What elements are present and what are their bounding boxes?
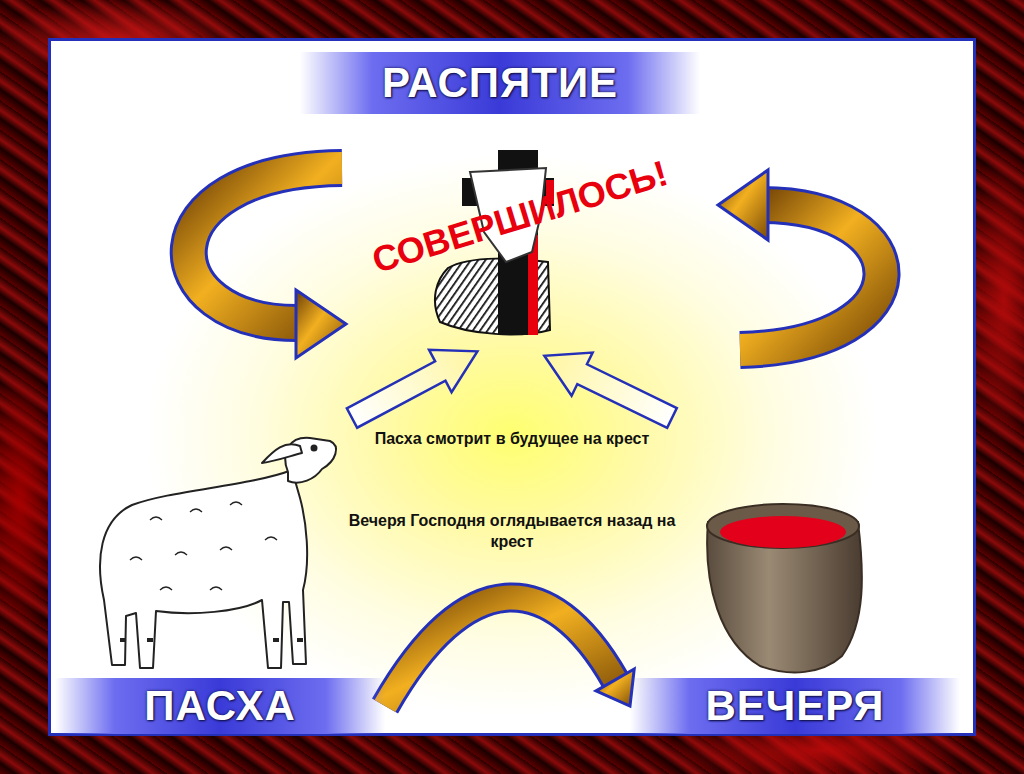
- connector-body: [385, 597, 615, 706]
- white-arrow-left: [341, 330, 489, 439]
- arrow-head: [596, 669, 634, 706]
- passover-band: ПАСХА: [55, 678, 385, 734]
- connector-outline: [385, 597, 615, 706]
- white-arrow-right: [534, 334, 683, 439]
- cup-bowl: [707, 504, 862, 672]
- curved-arrow-right: [718, 170, 882, 350]
- note-text: Вечеря Господня оглядывается назад на кр…: [347, 510, 677, 552]
- band-title: ВЕЧЕРЯ: [705, 682, 884, 730]
- curved-connector: [385, 597, 634, 706]
- title-band: РАСПЯТИЕ: [300, 52, 700, 114]
- supper-band: ВЕЧЕРЯ: [630, 678, 960, 734]
- note-text: Пасха смотрит в будущее на крест: [347, 428, 677, 449]
- lamb-drawing: [100, 438, 336, 668]
- curved-arrow-left: [189, 168, 346, 358]
- band-title: ПАСХА: [144, 682, 296, 730]
- band-title: РАСПЯТИЕ: [382, 59, 618, 107]
